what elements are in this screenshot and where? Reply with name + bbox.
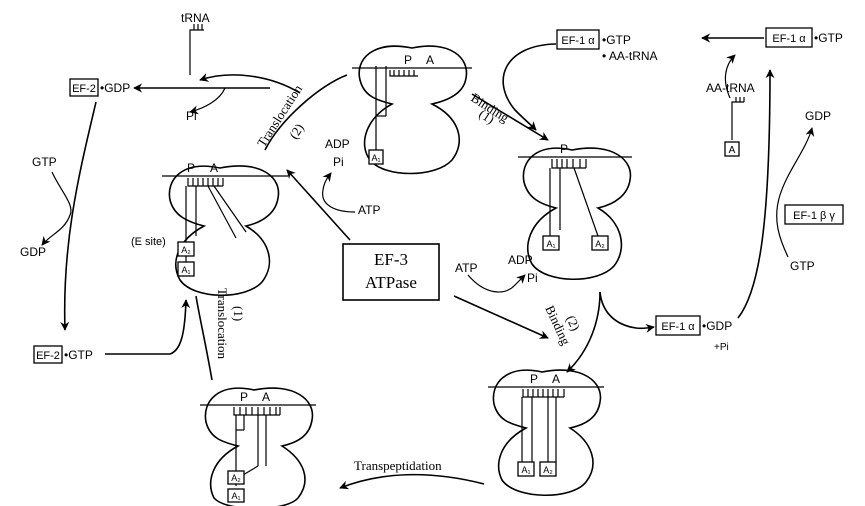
pi-plus-label: +Pi [714,342,729,353]
site-a-label: A [552,372,560,386]
gtp-gdp-exchange-arrow [777,128,812,257]
ef1a-label: EF-1 α [661,321,695,333]
site-p-label: P [404,53,412,67]
trna-release: tRNA Pi EF-2 •GDP [70,11,270,123]
gtp-gdp-exchange-arrow [42,172,71,245]
site-p-label: P [560,142,568,156]
trna-anticodons [523,389,564,397]
site-a-label: A [210,161,218,175]
ef1a-gtp-label: •GTP [814,31,843,45]
a1-label: A₁ [521,465,530,475]
ef2-label: EF-2 [72,83,96,95]
ternary-gtp-label: •GTP [602,33,631,47]
site-p-label: P [187,161,195,175]
atp-label-upper: ATP [358,203,380,217]
a2-label: A₂ [595,239,605,249]
ribosome-right: P A₁ A₂ [518,142,632,279]
pi-label: Pi [186,109,197,123]
a1-label: A₁ [371,153,380,163]
translocation2-number: (2) [286,121,307,142]
ternary-complex: EF-1 α •GTP EF-1 α •GTP • AA-tRNA AA-tRN… [557,28,843,156]
step-translocation-1: Translocation (1) [196,288,246,380]
site-p-label: P [530,372,538,386]
e-site-label: (E site) [131,236,166,248]
arrow-release-trna [200,75,300,93]
ef1a-label: EF-1 α [561,35,595,47]
arrow-binding2-down [567,292,600,372]
step-binding-1: Binding (1) [468,44,556,140]
adp-label-upper: ADP [325,137,350,151]
site-p-label: P [240,390,248,404]
a1-label: A₁ [231,491,240,501]
a1-label: A₁ [546,239,555,249]
step-binding-2: Binding (2) [542,292,654,372]
site-a-label: A [262,390,270,404]
aa-trna-label: AA-tRNA [706,81,755,95]
gtp-label: GTP [790,259,815,273]
ef2-gtp-label: •GTP [64,348,93,362]
atp-to-adp-arrow-upper [323,173,355,212]
ef1by-label: EF-1 β γ [793,210,835,222]
ribosome-top: P A A₁ [352,46,472,173]
transpeptidation-label: Transpeptidation [354,458,442,473]
aa-box-label: A [729,145,736,156]
pi-label-upper: Pi [333,155,344,169]
ef1a-label: EF-1 α [772,33,806,45]
ribosome-left: P A A₂ A₁ (E site) [131,161,288,295]
ribosome-bottom-left: P A A₂ A₁ [200,388,316,506]
arrow-to-binding2 [454,296,548,338]
a2-label: A₂ [543,465,553,475]
a2-label: A₂ [181,245,191,255]
step-transpeptidation: Transpeptidation [340,458,484,488]
pi-label-lower: Pi [527,271,538,285]
ef2-recycling: GTP GDP EF-2 •GTP [20,102,186,363]
trna-anticodons [234,407,280,415]
translocation1-label: Translocation [215,288,230,360]
ef2-gdp-label: •GDP [100,81,130,95]
gdp-label: GDP [805,109,831,123]
ef1a-recycling: EF-1 α •GDP +Pi GTP GDP EF-1 β γ [656,70,843,353]
atp-label-lower: ATP [455,261,477,275]
ef1a-gdp-label: •GDP [702,319,732,333]
a2-label: A₂ [231,473,241,483]
ribosome-body [205,388,312,506]
atp-to-adp-arrow-lower [468,275,525,292]
arrow-transpeptidation [340,475,484,488]
arrow-translocation1 [196,296,212,380]
atpase-label: ATPase [365,273,417,292]
arrow-to-ef1a-gdp [600,292,654,328]
ribosome-bottom-right: P A A₁ A₂ [488,370,604,495]
ef3-label: EF-3 [374,250,408,269]
trna-symbol [190,24,204,75]
site-a-label: A [426,53,434,67]
ternary-aa-trna-label: • AA-tRNA [602,49,658,63]
gtp-label: GTP [32,155,57,169]
a1-label: A₁ [181,265,190,275]
trna-anticodons [188,178,223,186]
trna-anticodon-p [390,70,418,76]
trna-anticodons [552,159,586,168]
trna-label: tRNA [181,11,210,25]
arrow-ef1a-up [738,70,770,318]
arrow-to-translocation2 [287,170,350,240]
ef3-atpase-box: EF-3 ATPase [343,244,439,300]
arrow-ef2-gtp-to-ribosome [105,300,186,354]
aa-trna-symbol [732,97,744,140]
ef2-label: EF-2 [36,350,60,362]
translocation1-number: (1) [231,306,246,321]
gdp-label: GDP [20,245,46,259]
